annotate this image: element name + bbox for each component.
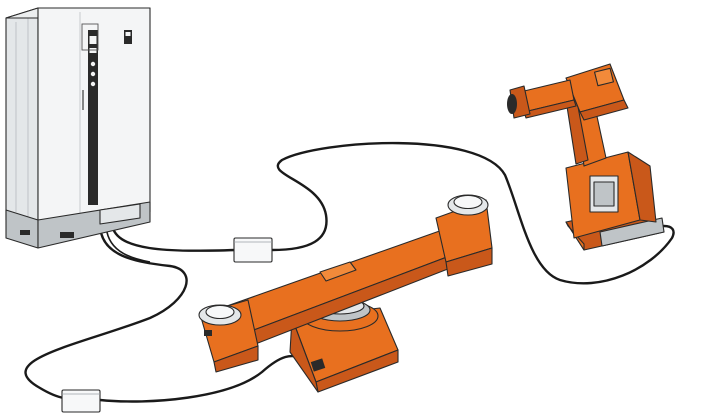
tool-flange	[507, 94, 517, 114]
industrial-robot	[507, 64, 664, 250]
cabinet-control-panel	[88, 30, 98, 205]
controller-cabinet	[6, 8, 150, 248]
cable-connector-lower	[62, 390, 100, 412]
cable-connector-upper	[234, 238, 272, 262]
positioner	[199, 195, 492, 392]
